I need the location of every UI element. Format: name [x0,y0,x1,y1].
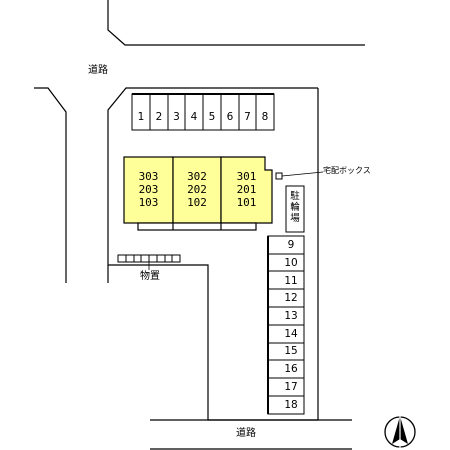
road-label-bottom: 道路 [236,428,256,439]
unit-201: 201 [236,183,257,196]
bike-parking-label: 駐 輪 場 [290,191,300,224]
left-road-edge [34,87,67,283]
parking-space-14: 14 [284,328,298,340]
parking-space-5: 5 [208,111,216,123]
unit-block-1 [172,156,222,224]
building-balcony [137,222,257,231]
delivery-box [275,172,283,180]
unit-102: 102 [187,196,207,209]
parking-space-6: 6 [226,111,234,123]
delivery-box-label: 宅配ボックス [323,166,371,175]
parking-space-17: 17 [284,381,298,393]
north-arrow-icon [384,416,416,448]
unit-301: 301 [236,170,257,183]
parking-right-group [267,235,305,415]
bike-parking-box [285,185,305,233]
parking-top-group [131,93,275,131]
parking-space-1: 1 [137,111,145,123]
unit-302: 302 [187,170,207,183]
parking-space-11: 11 [284,275,298,287]
parking-space-12: 12 [284,292,298,304]
road-label-top: 道路 [88,65,108,76]
parking-space-9: 9 [287,239,295,251]
delivery-box-leader [281,171,324,177]
storage-shed [117,254,181,270]
parking-space-4: 4 [190,111,198,123]
storage-label: 物置 [140,271,160,282]
parking-space-13: 13 [284,310,298,322]
parking-space-10: 10 [284,257,298,269]
site-outline [107,87,318,283]
unit-column-0: 303 203 103 [124,170,173,209]
unit-103: 103 [138,196,159,209]
parking-space-7: 7 [244,111,251,123]
parking-space-15: 15 [284,345,298,357]
parking-space-2: 2 [155,111,163,123]
top-block-outline [107,0,365,46]
unit-101: 101 [236,196,257,209]
unit-column-2: 301 201 101 [221,170,272,209]
unit-column-1: 302 202 102 [173,170,221,209]
parking-space-16: 16 [284,363,298,375]
parking-space-8: 8 [261,111,269,123]
apartment-building [123,156,273,231]
unit-303: 303 [138,170,159,183]
parking-space-3: 3 [173,111,180,123]
unit-203: 203 [138,183,159,196]
parking-space-18: 18 [284,399,298,411]
unit-202: 202 [187,183,207,196]
